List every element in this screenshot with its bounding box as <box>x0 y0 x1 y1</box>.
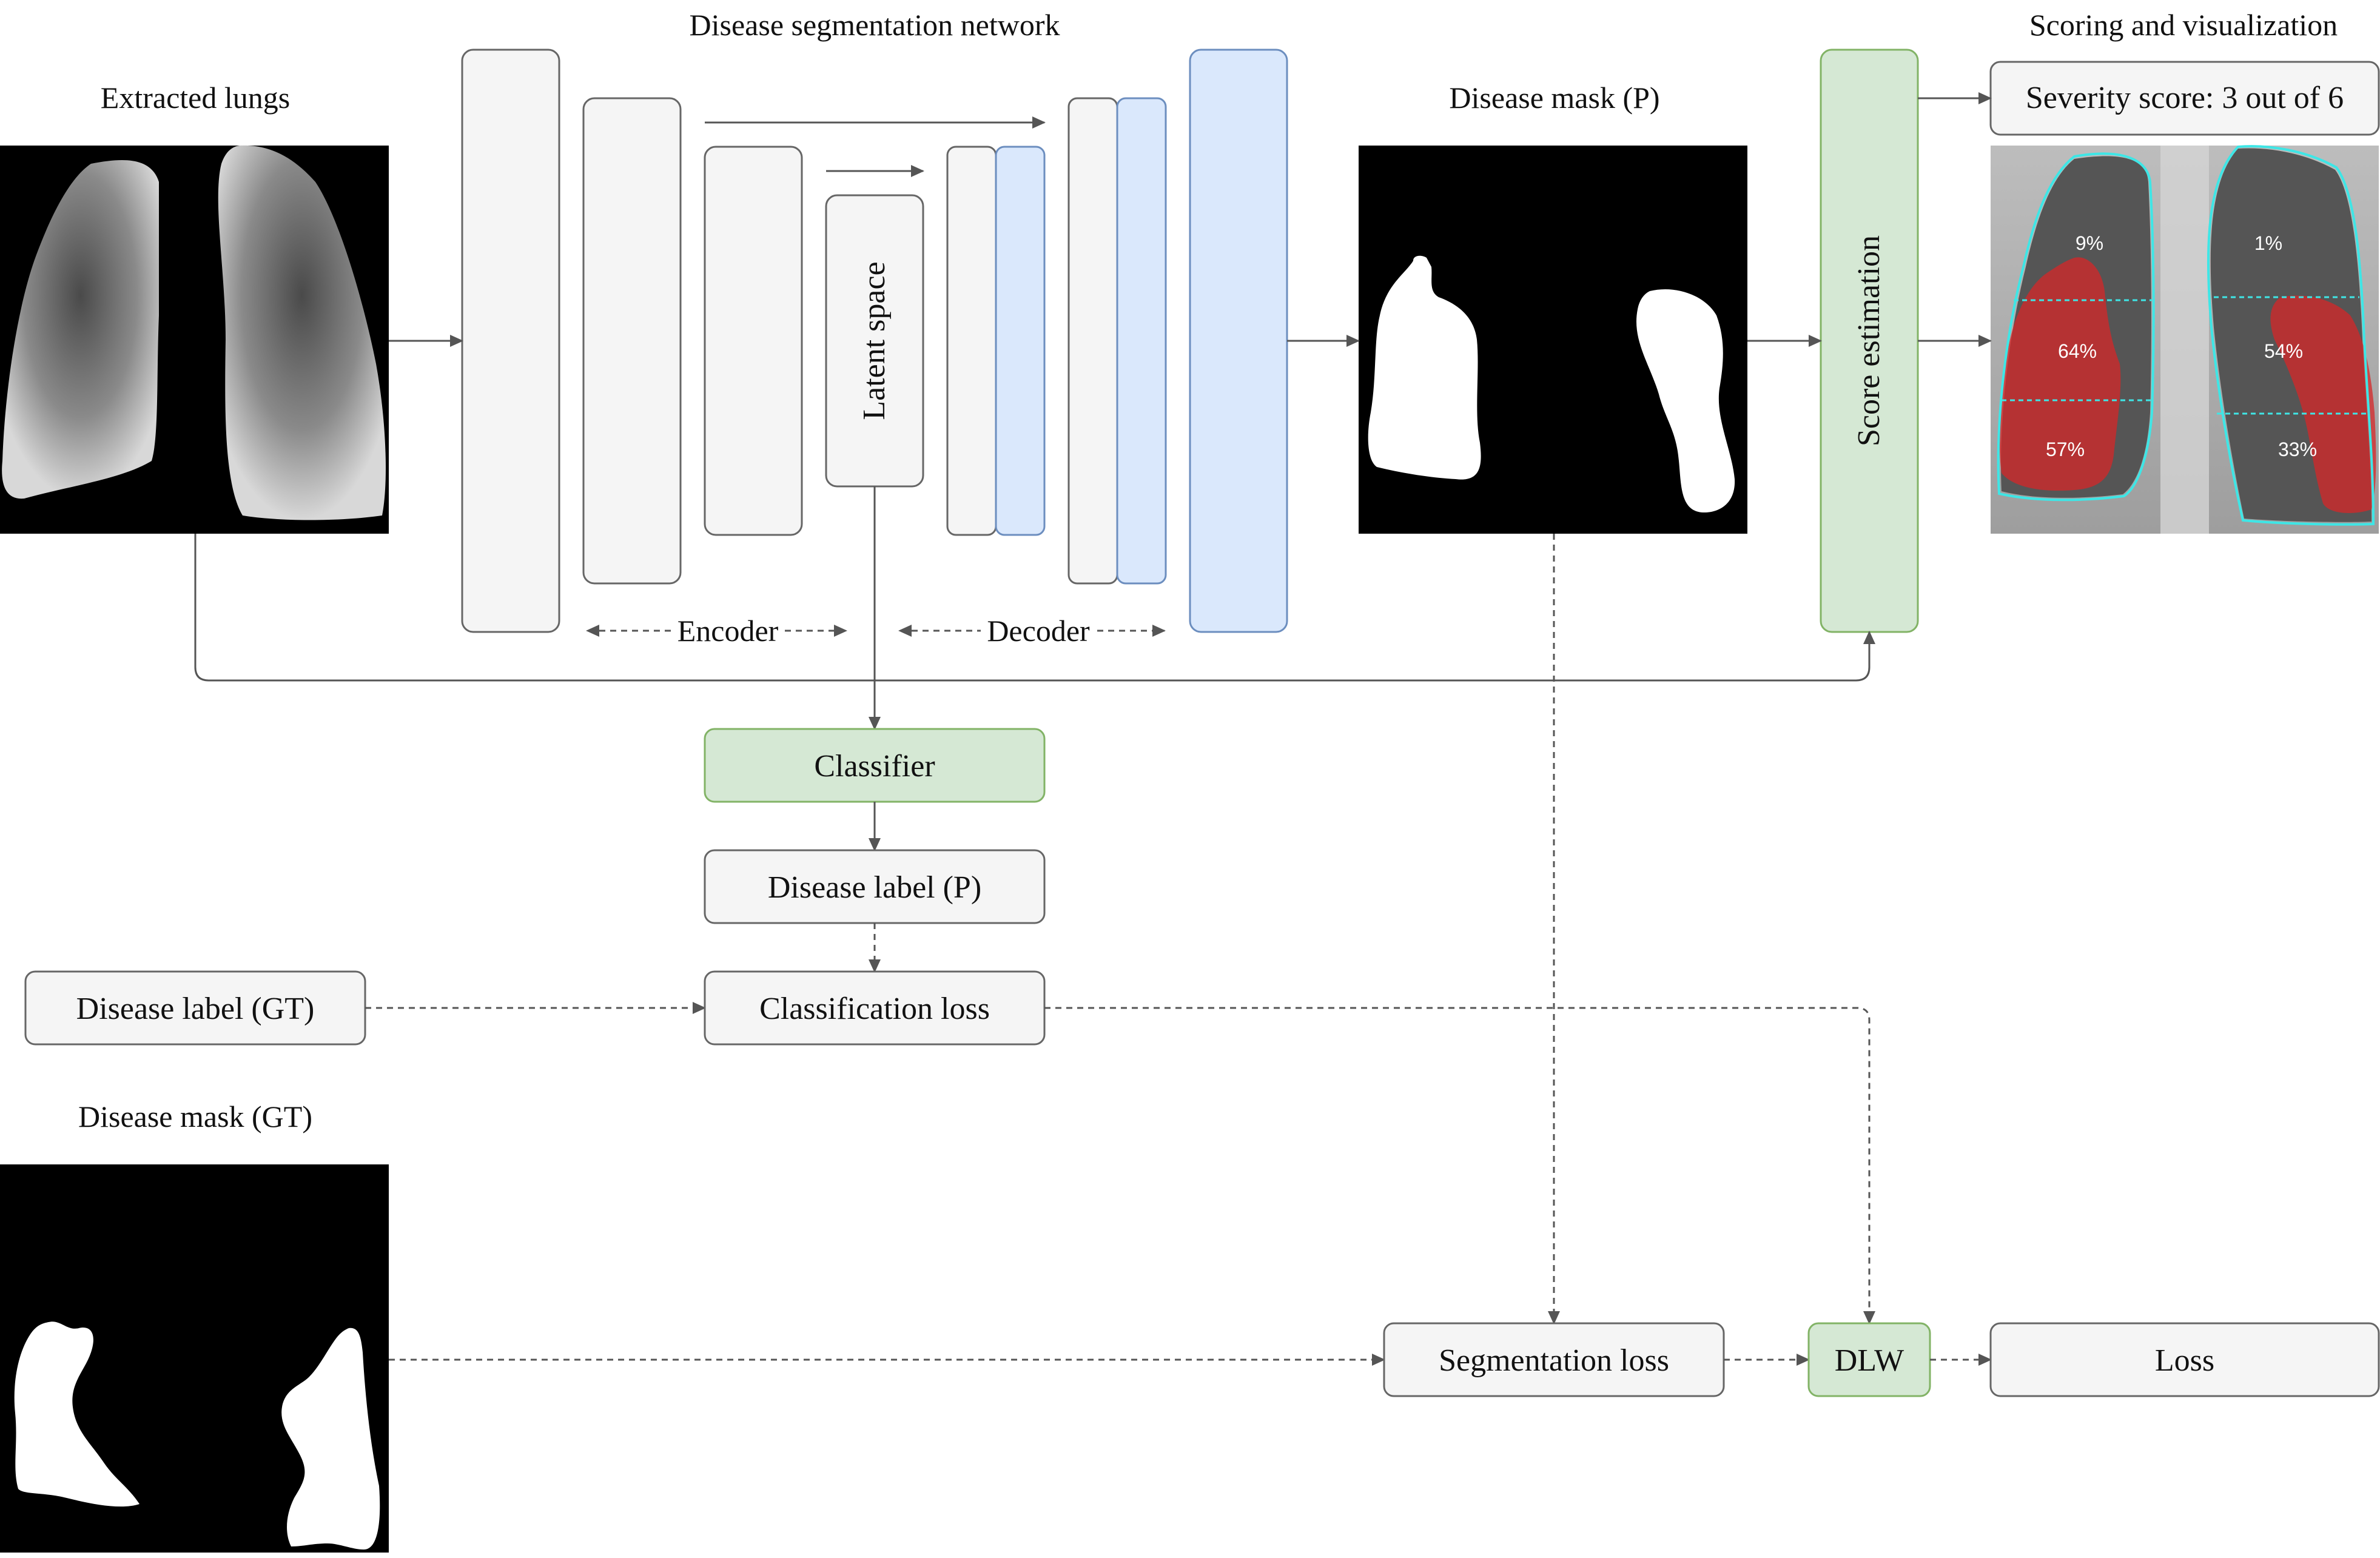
decoder-label: Decoder <box>987 614 1090 648</box>
decoder-block-1-gray <box>946 146 997 536</box>
gt-mask-left-region <box>281 1328 380 1550</box>
encoder-block-2 <box>582 97 682 585</box>
pred-mask-right-region <box>1368 255 1481 480</box>
zone-left-upper-pct: 1% <box>2254 232 2282 254</box>
dlw-label: DLW <box>1835 1343 1904 1378</box>
decoder-block-2-gray <box>1067 97 1118 585</box>
encoder-block-3 <box>704 146 803 536</box>
score-estimation-label: Score estimation <box>1852 235 1886 446</box>
lesion-right-lung <box>1999 257 2121 491</box>
extracted-right-lung <box>2 159 159 499</box>
heading-scoring-visualization: Scoring and visualization <box>2029 8 2338 42</box>
zone-right-middle-pct: 64% <box>2058 340 2097 362</box>
classifier-label: Classifier <box>814 749 935 784</box>
pred-mask-left-region <box>1636 289 1735 512</box>
heading-extracted-lungs: Extracted lungs <box>101 81 290 115</box>
arrow-classification-loss-to-dlw <box>1044 1007 1875 1325</box>
lesion-left-lung <box>2270 295 2376 513</box>
lung-contour-right <box>1997 152 2155 502</box>
disease-mask-gt-image <box>0 1164 389 1553</box>
extracted-left-lung <box>218 145 386 520</box>
scoring-visualization-image: 9% 64% 57% 1% 54% 33% <box>1991 145 2379 534</box>
segmentation-loss-label: Segmentation loss <box>1439 1343 1669 1378</box>
severity-score-label: Severity score: 3 out of 6 <box>2026 81 2344 115</box>
decoder-block-1-blue <box>995 146 1046 536</box>
disease-label-gt-label: Disease label (GT) <box>76 992 315 1026</box>
zone-left-middle-pct: 54% <box>2264 340 2303 362</box>
arrow-lungs-to-score <box>194 534 1875 682</box>
loss-label: Loss <box>2155 1343 2214 1378</box>
loss-box <box>1989 1322 2380 1397</box>
latent-space-label: Latent space <box>857 261 892 420</box>
decoder-block-2-blue <box>1116 97 1167 585</box>
heading-disease-mask-gt: Disease mask (GT) <box>78 1100 312 1133</box>
xray-spine <box>2160 146 2209 534</box>
zone-left-lower-pct: 33% <box>2278 438 2317 460</box>
disease-label-pred-label: Disease label (P) <box>768 870 981 905</box>
disease-mask-pred-image <box>1359 146 1747 534</box>
encoder-label: Encoder <box>677 614 779 648</box>
classification-loss-label: Classification loss <box>759 992 990 1026</box>
zone-right-upper-pct: 9% <box>2076 232 2103 254</box>
encoder-block-1 <box>461 49 560 633</box>
decoder-output-block <box>1189 49 1288 633</box>
heading-segmentation-network: Disease segmentation network <box>690 8 1060 42</box>
gt-mask-right-region <box>14 1321 140 1507</box>
zone-right-lower-pct: 57% <box>2046 438 2085 460</box>
lung-contour-left <box>2207 145 2375 526</box>
heading-disease-mask-pred: Disease mask (P) <box>1449 81 1659 115</box>
extracted-lungs-image <box>0 145 389 534</box>
